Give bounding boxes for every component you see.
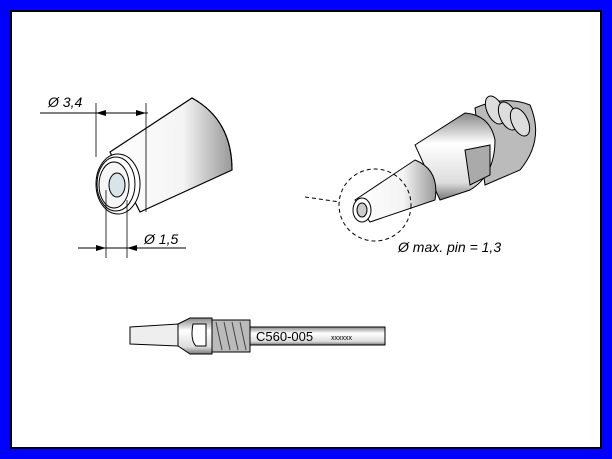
- tip-3d-view: [304, 95, 537, 242]
- marking: xxxxxx: [331, 335, 353, 342]
- inner-diameter-label: Ø 1,5: [143, 231, 178, 247]
- nozzle-closeup: [40, 97, 233, 258]
- tip-side-view: [129, 317, 386, 355]
- part-number: C560-005: [256, 329, 313, 344]
- outer-diameter-label: Ø 3,4: [47, 94, 82, 110]
- drawing-frame: [10, 10, 602, 449]
- max-pin-label: Ø max. pin = 1,3: [397, 239, 501, 255]
